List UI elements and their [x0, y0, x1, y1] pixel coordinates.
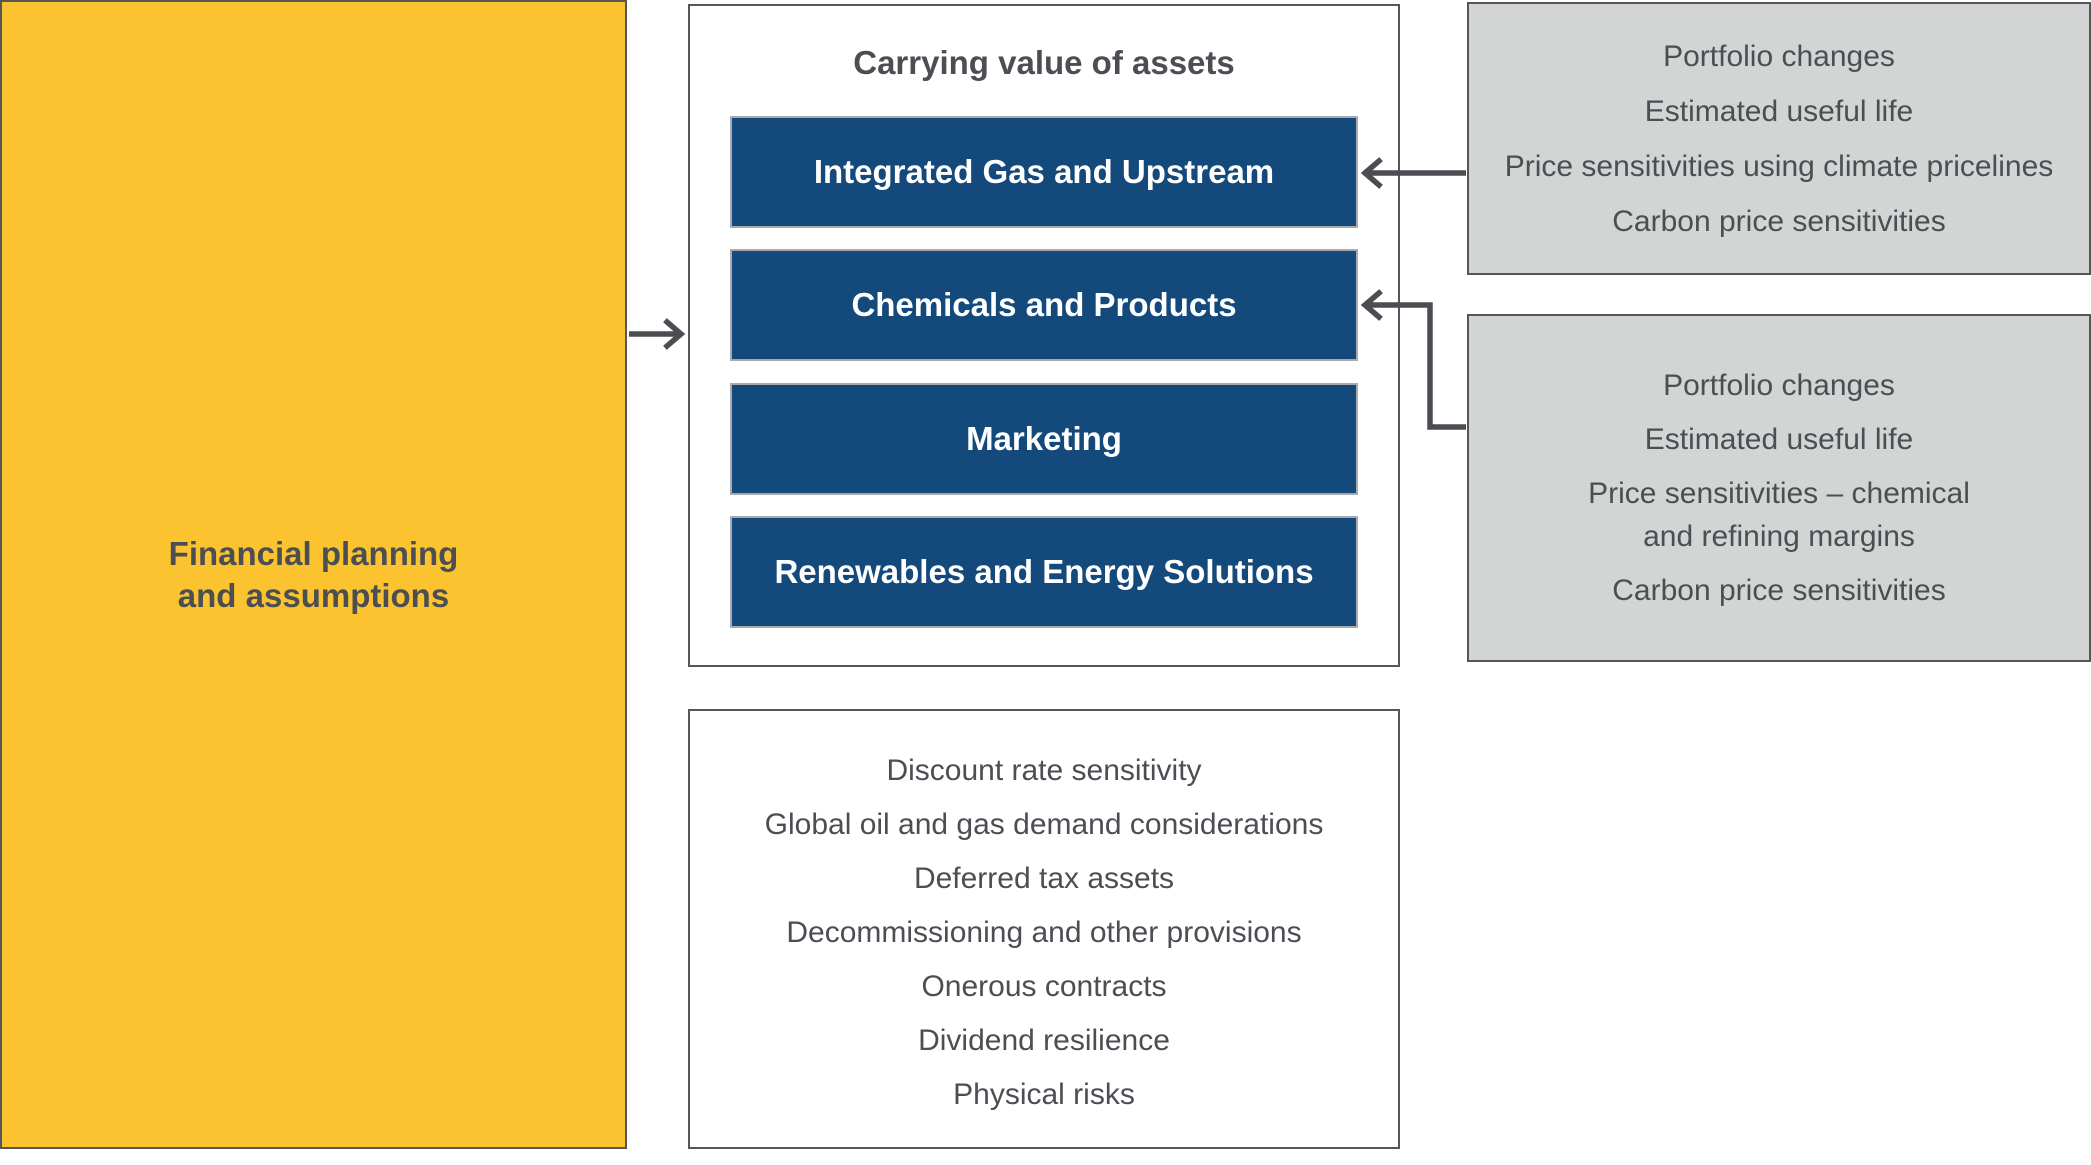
other-considerations-panel: Discount rate sensitivity Global oil and…	[688, 709, 1400, 1149]
downstream-factor-portfolio-changes: Portfolio changes	[1663, 369, 1895, 402]
downstream-factors-panel: Portfolio changes Estimated useful life …	[1467, 314, 2091, 662]
upstream-factor-portfolio-changes: Portfolio changes	[1663, 39, 1895, 73]
consideration-onerous-contracts: Onerous contracts	[921, 970, 1167, 1003]
financial-planning-panel: Financial planning and assumptions	[0, 0, 627, 1149]
carrying-value-panel: Carrying value of assets Integrated Gas …	[688, 4, 1400, 667]
consideration-dividend-resilience: Dividend resilience	[918, 1024, 1170, 1057]
segment-box-chemicals-and-products: Chemicals and Products	[730, 249, 1358, 361]
downstream-factor-useful-life: Estimated useful life	[1644, 423, 1914, 456]
consideration-global-demand: Global oil and gas demand considerations	[764, 808, 1324, 841]
segment-box-integrated-gas-and-upstream: Integrated Gas and Upstream	[730, 116, 1358, 228]
segment-box-marketing: Marketing	[730, 383, 1358, 495]
consideration-physical-risks: Physical risks	[953, 1078, 1135, 1111]
consideration-decommissioning: Decommissioning and other provisions	[786, 916, 1302, 949]
consideration-deferred-tax: Deferred tax assets	[913, 862, 1175, 895]
financial-planning-label: Financial planning and assumptions	[168, 534, 459, 614]
segment-box-renewables-and-energy-solutions: Renewables and Energy Solutions	[730, 516, 1358, 628]
downstream-factor-carbon-price: Carbon price sensitivities	[1612, 574, 1946, 607]
upstream-factor-price-sensitivities: Price sensitivities using climate pricel…	[1504, 149, 2054, 183]
upstream-factor-carbon-price: Carbon price sensitivities	[1612, 204, 1946, 238]
downstream-factor-price-sensitivities: Price sensitivities – chemical and refin…	[1588, 477, 1970, 553]
carrying-value-title: Carrying value of assets	[853, 44, 1235, 81]
consideration-discount-rate: Discount rate sensitivity	[886, 754, 1202, 787]
upstream-factor-useful-life: Estimated useful life	[1644, 94, 1914, 128]
upstream-factors-panel: Portfolio changes Estimated useful life …	[1467, 2, 2091, 275]
